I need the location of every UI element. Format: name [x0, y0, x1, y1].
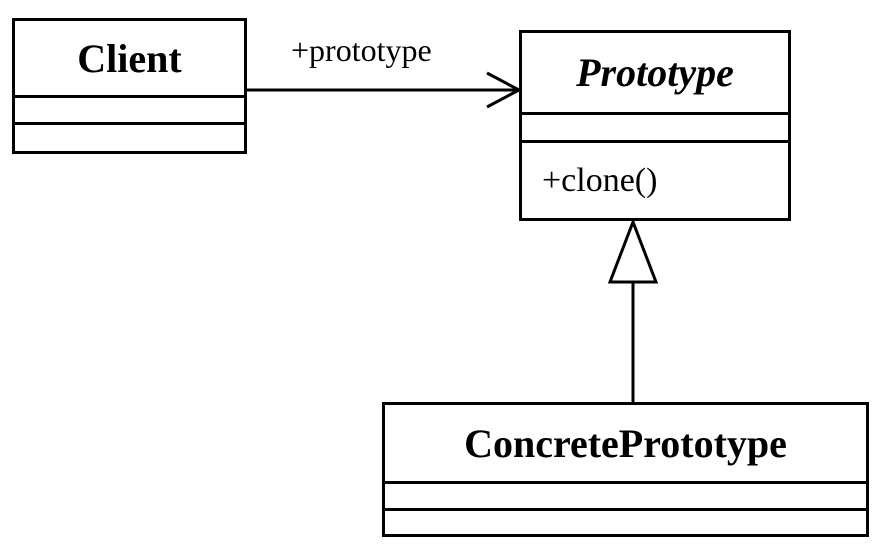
client-operations [15, 125, 244, 151]
concrete-prototype-class: ConcretePrototype [382, 402, 869, 537]
concrete-prototype-attributes [385, 484, 866, 511]
client-class-name: Client [15, 21, 244, 98]
prototype-class: Prototype +clone() [519, 30, 791, 221]
concrete-prototype-class-name: ConcretePrototype [385, 405, 866, 484]
concrete-prototype-operations [385, 511, 866, 534]
association-label: +prototype [291, 32, 432, 68]
prototype-class-name: Prototype [522, 33, 788, 115]
prototype-method-clone: +clone() [542, 161, 658, 199]
generalization-triangle [607, 217, 659, 284]
client-class: Client [12, 18, 247, 154]
client-attributes [15, 98, 244, 125]
prototype-attributes [522, 115, 788, 143]
